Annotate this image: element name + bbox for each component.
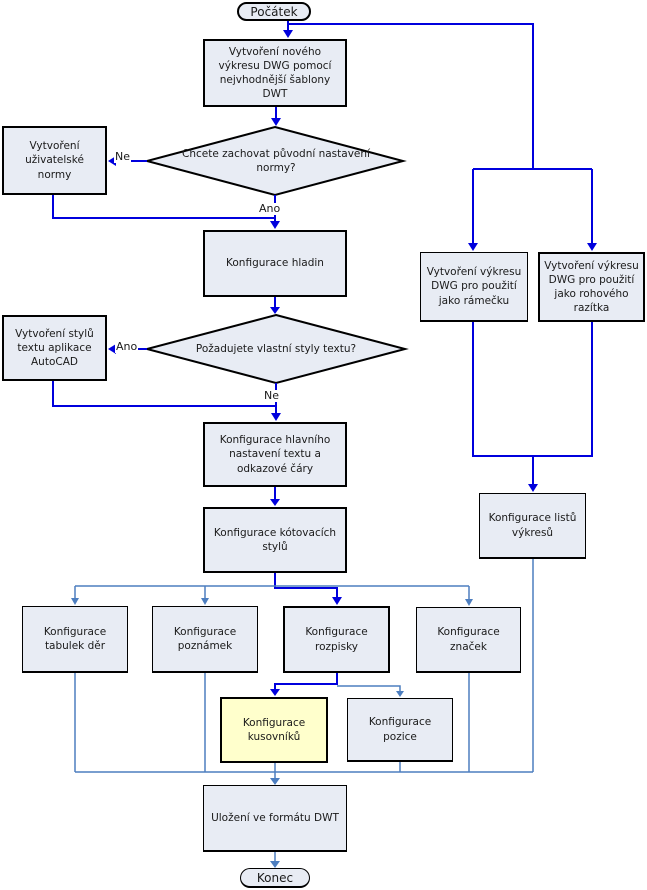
node-create-user-standard: Vytvoření uživatelské normy bbox=[2, 126, 107, 195]
edge-dimstyles-to-titleblock bbox=[274, 573, 338, 598]
node-configure-dim-styles: Konfigurace kótovacích stylů bbox=[203, 507, 347, 573]
edge-top-right-branch bbox=[288, 23, 534, 169]
edge-titleblock-to-partslists bbox=[274, 673, 338, 690]
node-configure-layers-label: Konfigurace hladin bbox=[226, 257, 324, 270]
node-create-border-drawing-label: Vytvoření výkresu DWG pro použití jako r… bbox=[426, 266, 522, 307]
node-configure-balloons-label: Konfigurace pozice bbox=[368, 716, 432, 743]
node-configure-notes: Konfigurace poznámek bbox=[152, 606, 258, 673]
edge-label-text-styles-yes: Ano bbox=[115, 340, 139, 354]
node-configure-symbols: Konfigurace značek bbox=[416, 607, 521, 673]
edge-label-keep-standard-yes: Ano bbox=[258, 202, 282, 216]
node-configure-notes-label: Konfigurace poznámek bbox=[173, 625, 237, 652]
node-end: Konec bbox=[240, 868, 310, 888]
decision-keep-standard-shape bbox=[143, 125, 407, 197]
node-configure-symbols-label: Konfigurace značek bbox=[437, 626, 500, 653]
edge-right-join bbox=[472, 322, 593, 457]
node-configure-hole-tables: Konfigurace tabulek děr bbox=[22, 606, 128, 673]
node-create-corner-stamp-drawing-label: Vytvoření výkresu DWG pro použití jako r… bbox=[544, 259, 639, 315]
node-save-dwt-label: Uložení ve formátu DWT bbox=[211, 811, 339, 824]
node-create-drawing: Vytvoření nového výkresu DWG pomocí nejv… bbox=[203, 39, 347, 107]
node-create-border-drawing: Vytvoření výkresu DWG pro použití jako r… bbox=[420, 252, 528, 322]
node-create-text-styles: Vytvoření stylů textu aplikace AutoCAD bbox=[2, 315, 107, 381]
node-configure-main-text-label: Konfigurace hlavního nastavení textu a o… bbox=[219, 434, 331, 475]
edge-to-balloons bbox=[337, 685, 401, 692]
node-configure-title-block-label: Konfigurace rozpisky bbox=[305, 626, 368, 653]
node-end-label: Konec bbox=[256, 870, 294, 885]
node-configure-title-block: Konfigurace rozpisky bbox=[283, 606, 390, 673]
node-configure-hole-tables-label: Konfigurace tabulek děr bbox=[43, 625, 107, 652]
edge-label-text-styles-no: Ne bbox=[263, 389, 280, 403]
node-configure-dim-styles-label: Konfigurace kótovacích stylů bbox=[213, 526, 337, 553]
node-configure-parts-lists-label: Konfigurace kusovníků bbox=[242, 716, 306, 743]
node-create-drawing-label: Vytvoření nového výkresu DWG pomocí nejv… bbox=[218, 45, 332, 101]
node-configure-main-text: Konfigurace hlavního nastavení textu a o… bbox=[203, 422, 347, 487]
node-start: Počátek bbox=[237, 2, 311, 21]
node-configure-sheets-label: Konfigurace listů výkresů bbox=[488, 512, 577, 539]
node-create-user-standard-label: Vytvoření uživatelské normy bbox=[25, 140, 84, 181]
node-configure-balloons: Konfigurace pozice bbox=[347, 698, 453, 762]
node-configure-parts-lists: Konfigurace kusovníků bbox=[220, 697, 328, 763]
node-save-dwt: Uložení ve formátu DWT bbox=[203, 785, 347, 852]
node-start-label: Počátek bbox=[250, 4, 298, 19]
node-configure-layers: Konfigurace hladin bbox=[203, 230, 347, 297]
node-create-text-styles-label: Vytvoření stylů textu aplikace AutoCAD bbox=[15, 327, 94, 369]
edge-text-styles-merge bbox=[52, 381, 275, 407]
decision-text-styles-shape bbox=[143, 313, 409, 385]
node-create-corner-stamp-drawing: Vytvoření výkresu DWG pro použití jako r… bbox=[538, 252, 645, 322]
edge-label-keep-standard-no: Ne bbox=[114, 150, 131, 164]
edge-user-standard-merge bbox=[52, 195, 275, 219]
node-configure-sheets: Konfigurace listů výkresů bbox=[479, 493, 586, 559]
